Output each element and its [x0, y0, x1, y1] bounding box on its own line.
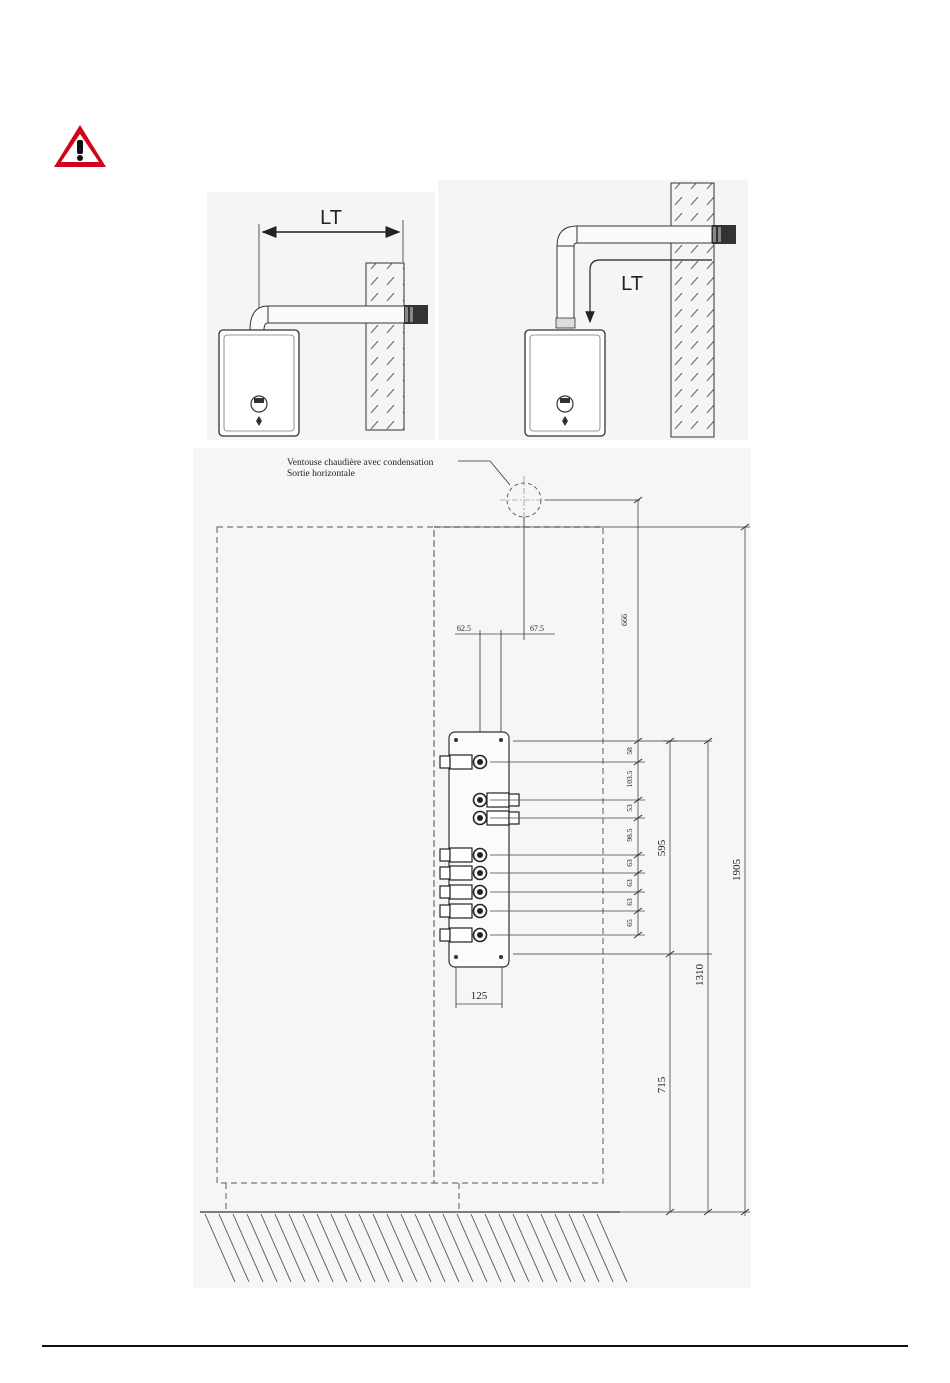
callout-line-2: Sortie horizontale — [287, 469, 355, 479]
wall — [671, 183, 714, 437]
dim-63-c: 63 — [625, 898, 634, 906]
installation-drawing: Ventouse chaudière avec condensation Sor… — [193, 448, 751, 1288]
lt-label: LT — [621, 273, 643, 295]
dim-63-b: 63 — [625, 879, 634, 887]
flue-riser — [557, 246, 574, 326]
dim-98-5: 98.5 — [625, 828, 634, 841]
valve-icon — [440, 904, 487, 918]
valve-icon — [440, 928, 487, 942]
warning-triangle-icon — [54, 125, 106, 167]
dim-53: 53 — [625, 804, 634, 812]
dim-1905: 1905 — [731, 859, 743, 882]
flue-vertical-view: LT — [438, 180, 748, 440]
valve-icon — [440, 866, 487, 880]
dim-63-a: 63 — [625, 859, 634, 867]
wall — [366, 263, 404, 430]
dim-62-5: 62.5 — [457, 624, 471, 633]
valve-icon — [440, 885, 487, 899]
dim-715: 715 — [656, 1076, 668, 1093]
dim-666: 666 — [620, 614, 629, 626]
dim-125: 125 — [471, 990, 488, 1002]
dim-58: 58 — [625, 747, 634, 755]
callout-line-1: Ventouse chaudière avec condensation — [287, 458, 434, 468]
flue-pipe — [577, 226, 712, 243]
valve-icon — [440, 848, 487, 862]
flue-horizontal-view: LT — [207, 192, 435, 440]
valve-icon — [440, 755, 487, 769]
dim-595: 595 — [656, 839, 668, 856]
flue-pipe — [268, 306, 406, 323]
dim-67-5: 67.5 — [530, 624, 544, 633]
lt-label: LT — [320, 207, 342, 229]
dim-65: 65 — [625, 919, 634, 927]
dim-1310: 1310 — [694, 964, 706, 987]
dim-103-5: 103.5 — [625, 770, 634, 787]
